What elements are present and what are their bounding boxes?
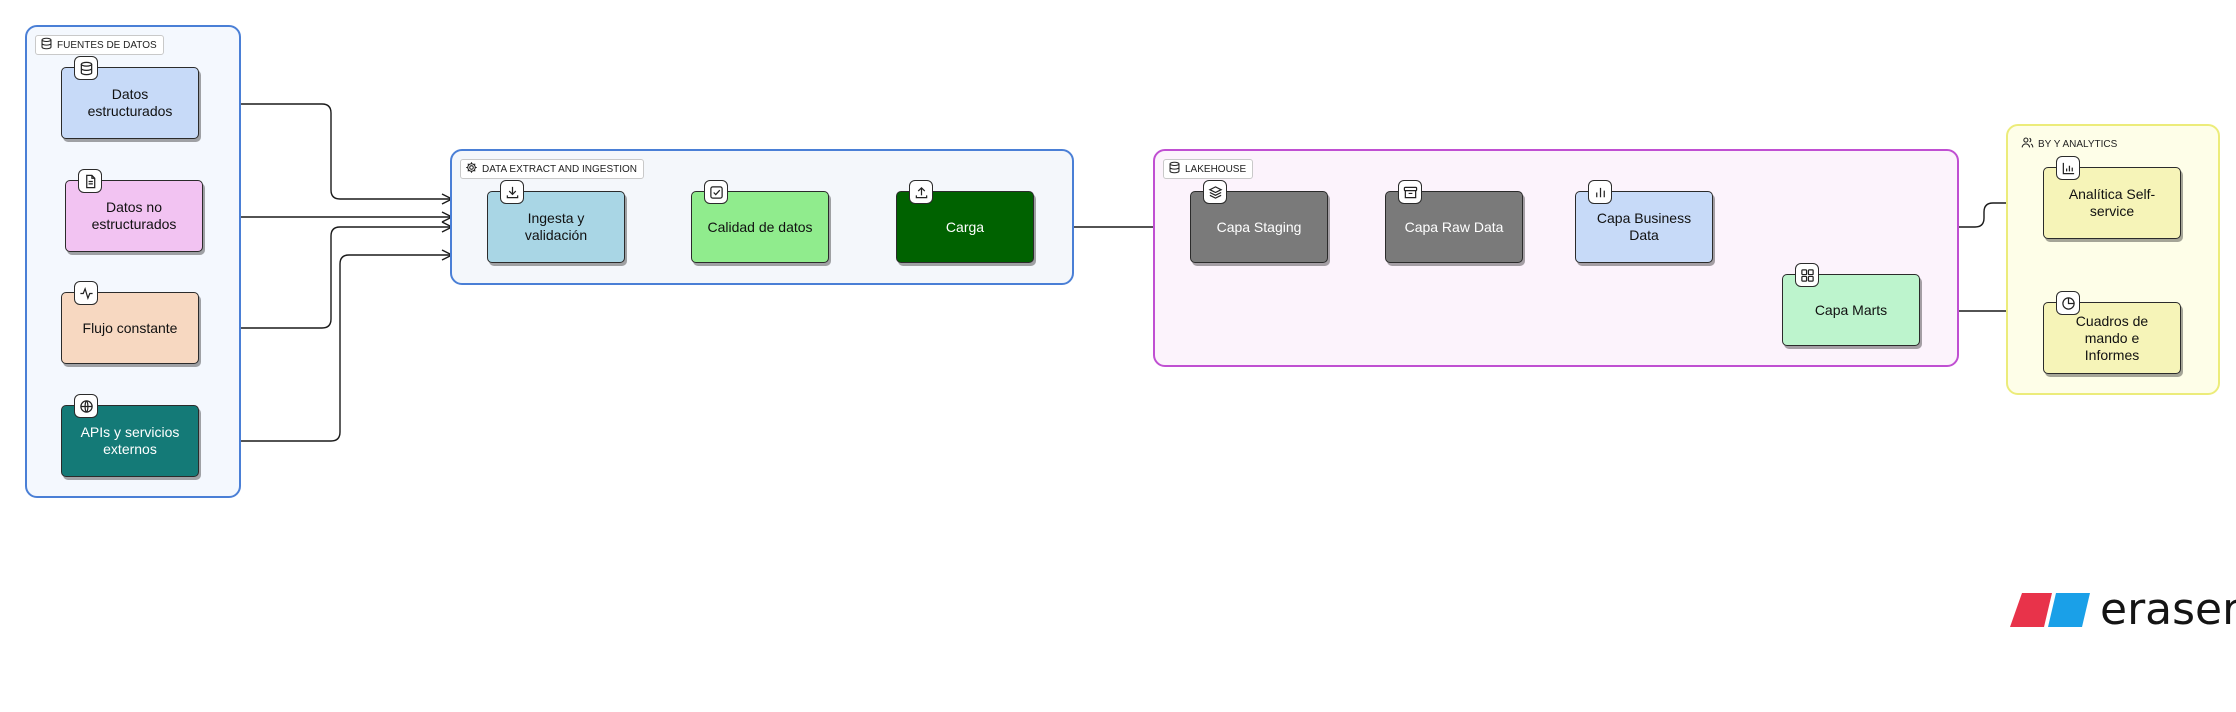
eraser-logo-text: eraser [2100, 584, 2236, 635]
pie-chart-icon [2056, 291, 2080, 315]
node-label: Carga [945, 218, 985, 235]
node-label: Capa Staging [1216, 218, 1302, 235]
node-label: Capa Raw Data [1404, 218, 1504, 235]
node-cuadros-de-mando-e-informes[interactable]: Cuadros de mando e Informes [2043, 291, 2181, 374]
grid-icon [1795, 263, 1819, 287]
node-flujo-constante[interactable]: Flujo constante [61, 281, 199, 364]
upload-icon [909, 180, 933, 204]
eraser-logo: eraser [2010, 584, 2236, 635]
users-icon [2021, 136, 2034, 152]
node-capa-marts[interactable]: Capa Marts [1782, 263, 1920, 346]
node-label: Analítica Self-service [2068, 186, 2156, 219]
group-label: FUENTES DE DATOS [35, 35, 164, 55]
bar-chart-icon [2056, 156, 2080, 180]
database-icon [74, 56, 98, 80]
node-capa-business-data[interactable]: Capa Business Data [1575, 180, 1713, 263]
node-datos-estructurados[interactable]: Datos estructurados [61, 56, 199, 139]
check-square-icon [704, 180, 728, 204]
archive-icon [1398, 180, 1422, 204]
node-datos-no-estructurados[interactable]: Datos no estructurados [65, 169, 203, 252]
document-icon [78, 169, 102, 193]
node-carga[interactable]: Carga [896, 180, 1034, 263]
database-icon [1168, 161, 1181, 177]
bar-chart-icon [1588, 180, 1612, 204]
node-label: Cuadros de mando e Informes [2075, 312, 2149, 363]
eraser-logo-mark [2010, 592, 2090, 627]
group-label: BY Y ANALYTICS [2016, 134, 2124, 154]
node-ingesta-y-validacion[interactable]: Ingesta y validación [487, 180, 625, 263]
node-label: Ingesta y validación [524, 210, 588, 243]
download-icon [500, 180, 524, 204]
node-apis-servicios-externos[interactable]: APIs y servicios externos [61, 394, 199, 477]
globe-icon [74, 394, 98, 418]
layers-icon [1203, 180, 1227, 204]
activity-icon [74, 281, 98, 305]
node-label: Calidad de datos [707, 218, 813, 235]
node-label: Datos no estructurados [91, 199, 177, 232]
node-capa-raw-data[interactable]: Capa Raw Data [1385, 180, 1523, 263]
node-label: Capa Business Data [1596, 210, 1692, 243]
node-capa-staging[interactable]: Capa Staging [1190, 180, 1328, 263]
node-calidad-de-datos[interactable]: Calidad de datos [691, 180, 829, 263]
node-label: APIs y servicios externos [80, 424, 180, 457]
node-label: Capa Marts [1814, 301, 1888, 318]
node-analitica-self-service[interactable]: Analítica Self-service [2043, 156, 2181, 239]
database-icon [40, 37, 53, 53]
group-label: LAKEHOUSE [1163, 159, 1254, 179]
node-label: Datos estructurados [87, 86, 173, 119]
gear-icon [465, 161, 478, 177]
group-label: DATA EXTRACT AND INGESTION [460, 159, 645, 179]
node-label: Flujo constante [82, 319, 178, 336]
